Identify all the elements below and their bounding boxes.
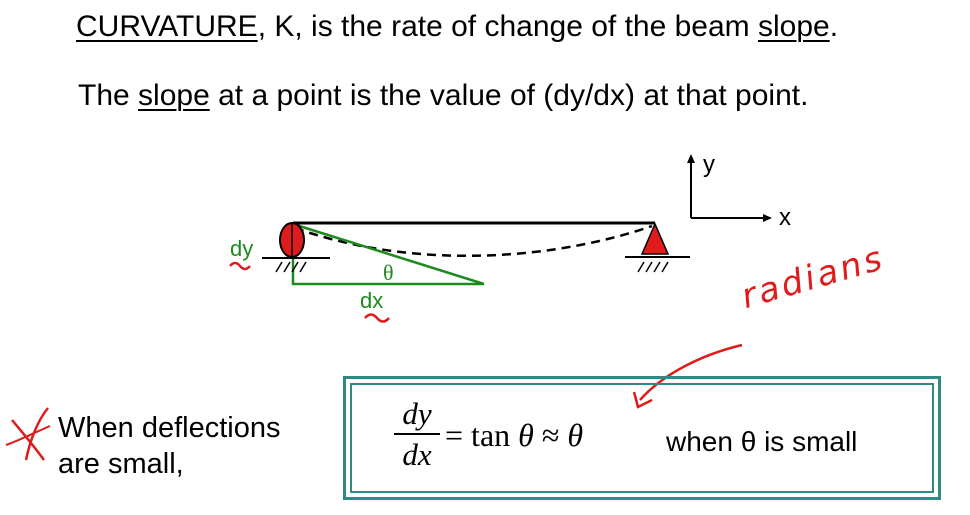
equation-box-inner [350,383,934,493]
period: . [829,10,839,43]
theta-label: θ [383,260,394,285]
slope-term: slope [758,10,830,43]
derivative-fraction: dy dx [394,397,440,473]
fraction-bar [394,433,440,435]
x-axis-label: x [779,204,791,231]
dy-label: dy [230,236,253,261]
deflected-curve [294,224,653,258]
fraction-denominator: dx [402,437,432,472]
small-deflection-note: When deflections are small, [58,410,280,482]
slope-text: at a point is the value of (dy/dx) at th… [209,79,809,112]
right-hatch [637,261,669,273]
fraction-numerator: dy [402,396,432,431]
cross-mark-b [24,407,49,461]
radians-arrowhead [632,391,653,409]
equals-tan: = tan [445,417,519,453]
radians-arrow [639,343,743,401]
small-angle-condition: when θ is small [666,426,858,457]
cross-mark-a [11,419,46,461]
curvature-term: CURVATURE [76,10,258,43]
dx-label: dx [360,288,383,313]
approx-symbol: ≈ [533,417,568,453]
note-line-1: When deflections [58,412,281,444]
equation-rhs: = tan θ ≈ θ [445,417,583,454]
left-hatch [275,261,307,273]
curvature-text: , K, is the rate of change of the beam [257,10,758,43]
theta-symbol-2: θ [567,417,584,453]
y-arrowhead [687,154,695,163]
dx-squiggle [364,313,390,323]
note-line-2: are small, [58,448,184,480]
y-axis-label: y [703,151,715,178]
equation-box: dy dx = tan θ ≈ θ when θ is small [343,376,941,500]
curvature-definition: CURVATURE, K, is the rate of change of t… [76,10,838,44]
cross-mark-c [5,425,51,446]
slope-definition: The slope at a point is the value of (dy… [78,79,808,113]
theta-symbol-1: θ [518,417,534,453]
dy-squiggle [229,261,251,271]
x-arrowhead [763,214,772,222]
slope-intro: The [78,79,139,112]
right-support [640,222,670,255]
slope-term-2: slope [138,79,210,112]
